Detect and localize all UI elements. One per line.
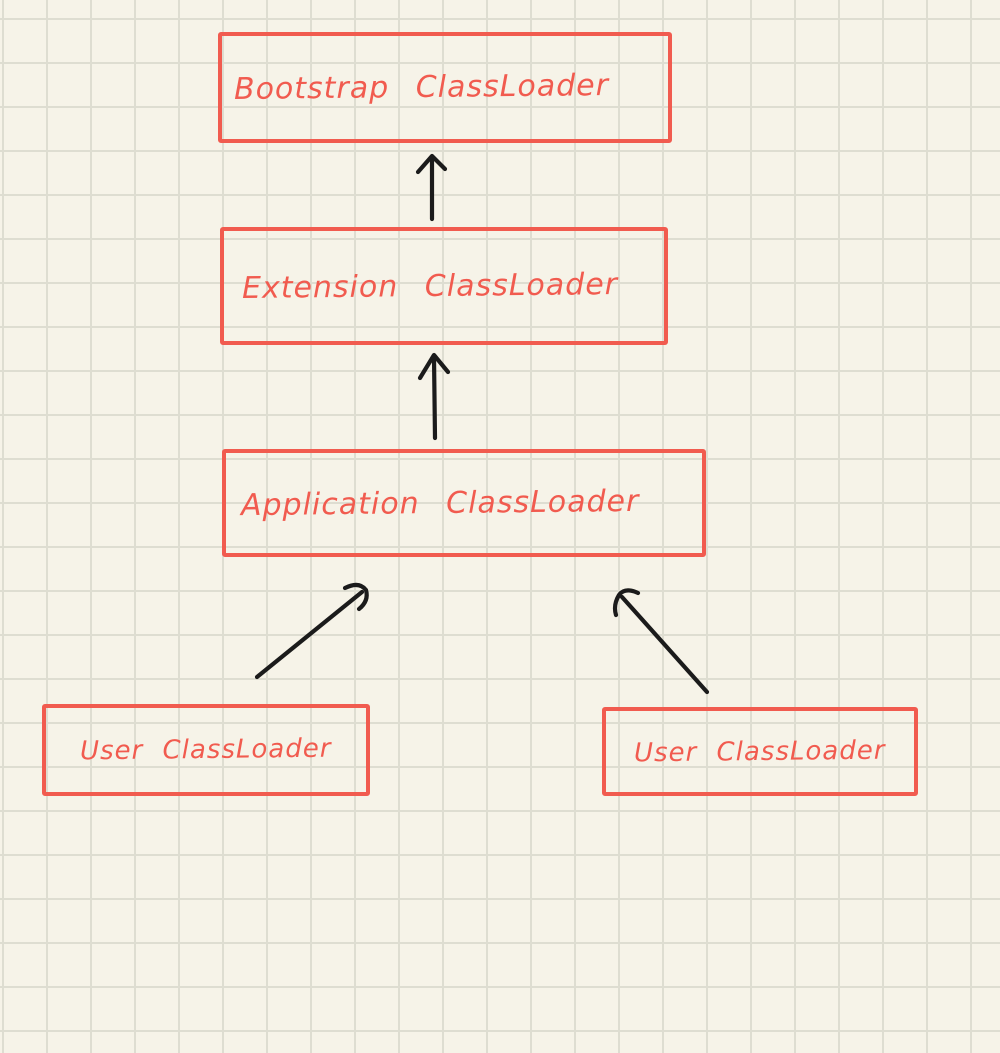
node-label: Bootstrap ClassLoader <box>233 68 610 107</box>
arrow-userleft-to-application <box>254 582 369 680</box>
arrow-extension-to-bootstrap <box>415 153 448 222</box>
node-label: Extension ClassLoader <box>241 266 619 306</box>
node-user-classloader-left: User ClassLoader <box>42 704 370 796</box>
node-user-classloader-right: User ClassLoader <box>602 707 918 796</box>
node-label: Application ClassLoader <box>240 483 640 523</box>
node-label: User ClassLoader <box>80 733 332 767</box>
node-bootstrap-classloader: Bootstrap ClassLoader <box>218 32 672 143</box>
node-extension-classloader: Extension ClassLoader <box>220 227 668 345</box>
node-application-classloader: Application ClassLoader <box>222 449 706 557</box>
arrow-application-to-extension <box>417 352 451 441</box>
node-label: User ClassLoader <box>634 735 886 768</box>
arrow-userright-to-application <box>612 588 710 695</box>
